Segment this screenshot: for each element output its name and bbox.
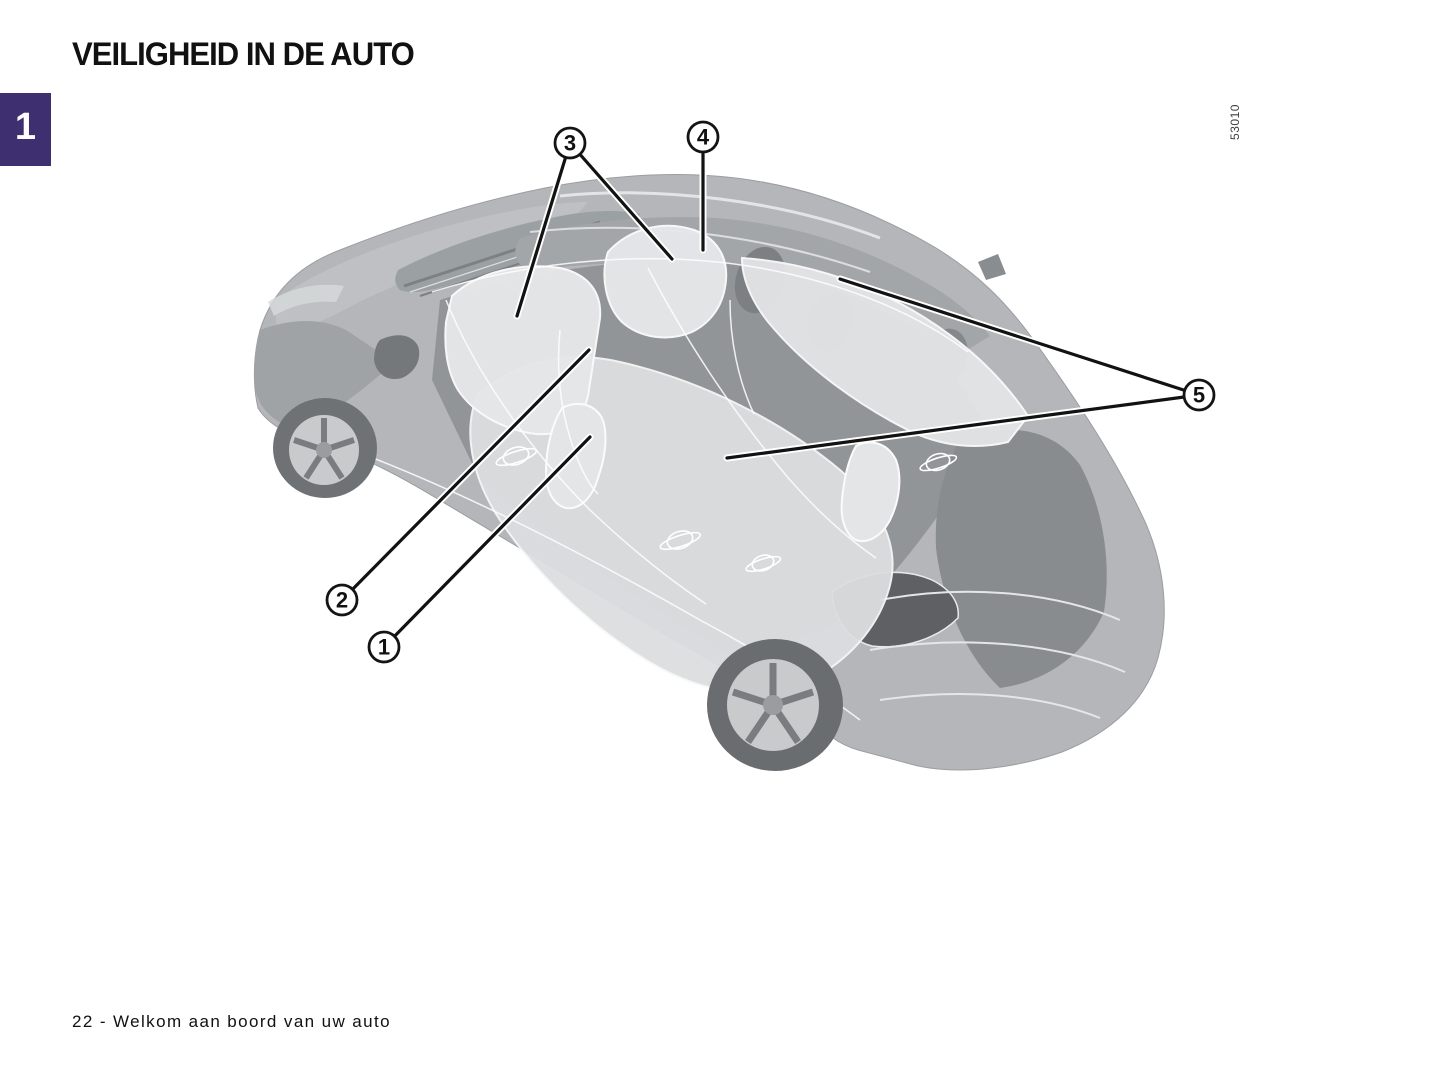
- front-wheel: [273, 398, 377, 498]
- callouts-layer: 1 2 3 4 5: [325, 120, 1216, 664]
- roof-rail: [559, 191, 881, 240]
- callout-line-3: [515, 141, 572, 318]
- callout-2: 2: [325, 583, 359, 617]
- chapter-number: 1: [14, 105, 37, 148]
- callout-line-5: [838, 277, 1201, 397]
- bumper-line: [879, 693, 1101, 719]
- callout-3: 3: [553, 126, 587, 160]
- antenna-fin: [978, 254, 1006, 280]
- seatbelt-buckles: [495, 446, 958, 573]
- callout-line-1: [382, 435, 592, 649]
- passenger-airbag: [603, 224, 728, 339]
- callout-number-4: 4: [697, 125, 710, 150]
- callout-line-5: [725, 393, 1201, 460]
- callout-circle-5: [1182, 378, 1216, 412]
- callout-number-5: 5: [1193, 383, 1205, 408]
- callout-1: 1: [367, 630, 401, 664]
- door-mirror: [374, 335, 420, 380]
- callout-circle-1: [367, 630, 401, 664]
- callout-line-3: [568, 141, 674, 261]
- callout-number-1: 1: [378, 635, 390, 660]
- callout-number-2: 2: [336, 588, 348, 613]
- callout-number-3: 3: [564, 131, 576, 156]
- rear-window: [935, 429, 1107, 688]
- bumper-line: [879, 590, 1121, 621]
- callout-circle-3: [553, 126, 587, 160]
- callout-circle-2: [325, 583, 359, 617]
- page-footer: 22 - Welkom aan boord van uw auto: [72, 1012, 391, 1031]
- callout-4: 4: [686, 120, 720, 154]
- car-illustration: [253, 174, 1165, 771]
- callout-circle-4: [686, 120, 720, 154]
- bumper-line: [869, 641, 1126, 673]
- callout-5: 5: [1182, 378, 1216, 412]
- car-front-bumper: [254, 321, 394, 432]
- callout-line-2: [340, 348, 591, 602]
- seat-side-airbag: [840, 441, 901, 542]
- chapter-tab: 1: [0, 93, 51, 166]
- rear-wheel: [707, 639, 843, 771]
- headlight: [268, 284, 344, 316]
- page-title: VEILIGHEID IN DE AUTO: [72, 36, 415, 72]
